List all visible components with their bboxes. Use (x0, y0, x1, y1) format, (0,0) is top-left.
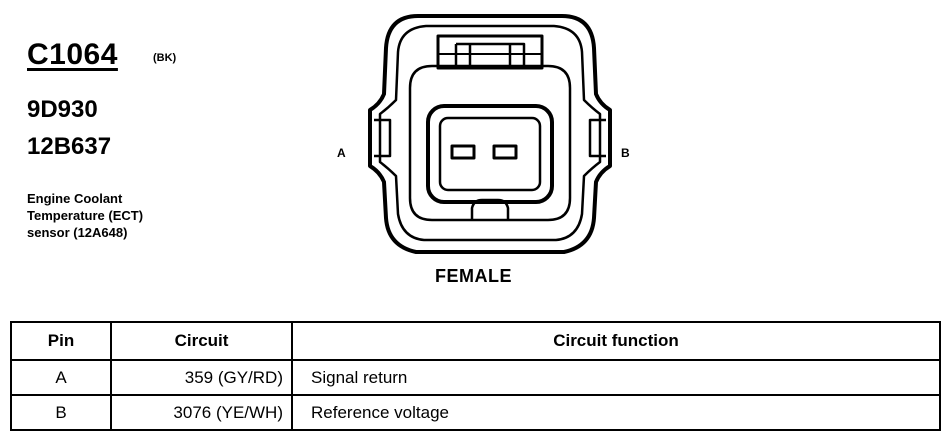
housing-inner-outline (378, 24, 602, 242)
cavity-wall (408, 64, 572, 222)
connector-face-drawing (368, 14, 612, 254)
description-line: Temperature (ECT) (27, 208, 144, 223)
terminal-block (426, 104, 554, 204)
cell-circuit: 359 (GY/RD) (110, 359, 293, 396)
terminal-pin-b (492, 144, 518, 160)
cell-circuit-function: Reference voltage (291, 394, 941, 431)
pin-label-a: A (337, 146, 346, 160)
pin-label-b: B (621, 146, 630, 160)
cell-circuit: 3076 (YE/WH) (110, 394, 293, 431)
component-description: Engine Coolant Temperature (ECT) sensor … (27, 190, 217, 241)
table-row: B 3076 (YE/WH) Reference voltage (10, 394, 941, 431)
connector-gender-label: FEMALE (435, 266, 512, 286)
part-number: 12B637 (27, 133, 112, 160)
latch-left (374, 118, 392, 158)
header-circuit: Circuit (110, 321, 293, 361)
description-line: Engine Coolant (27, 191, 123, 206)
description-line: sensor (12A648) (27, 225, 128, 240)
cell-circuit-function: Signal return (291, 359, 941, 396)
locking-tab (436, 34, 544, 70)
pinout-table: Pin Circuit Circuit function A 359 (GY/R… (10, 321, 941, 431)
header-circuit-function: Circuit function (291, 321, 941, 361)
cell-pin: A (10, 359, 112, 396)
table-row: A 359 (GY/RD) Signal return (10, 359, 941, 396)
polarization-key (470, 198, 510, 220)
connector-color: (BK) (153, 52, 177, 64)
terminal-pin-a (450, 144, 476, 160)
header-pin: Pin (10, 321, 112, 361)
locking-tab-inner (456, 42, 526, 68)
cell-pin: B (10, 394, 112, 431)
terminal-block-inner (438, 116, 542, 192)
table-header-row: Pin Circuit Circuit function (10, 321, 941, 361)
housing-outline (368, 14, 612, 254)
latch-right (588, 118, 606, 158)
part-number: 9D930 (27, 96, 98, 123)
connector-id: C1064 (27, 38, 118, 71)
